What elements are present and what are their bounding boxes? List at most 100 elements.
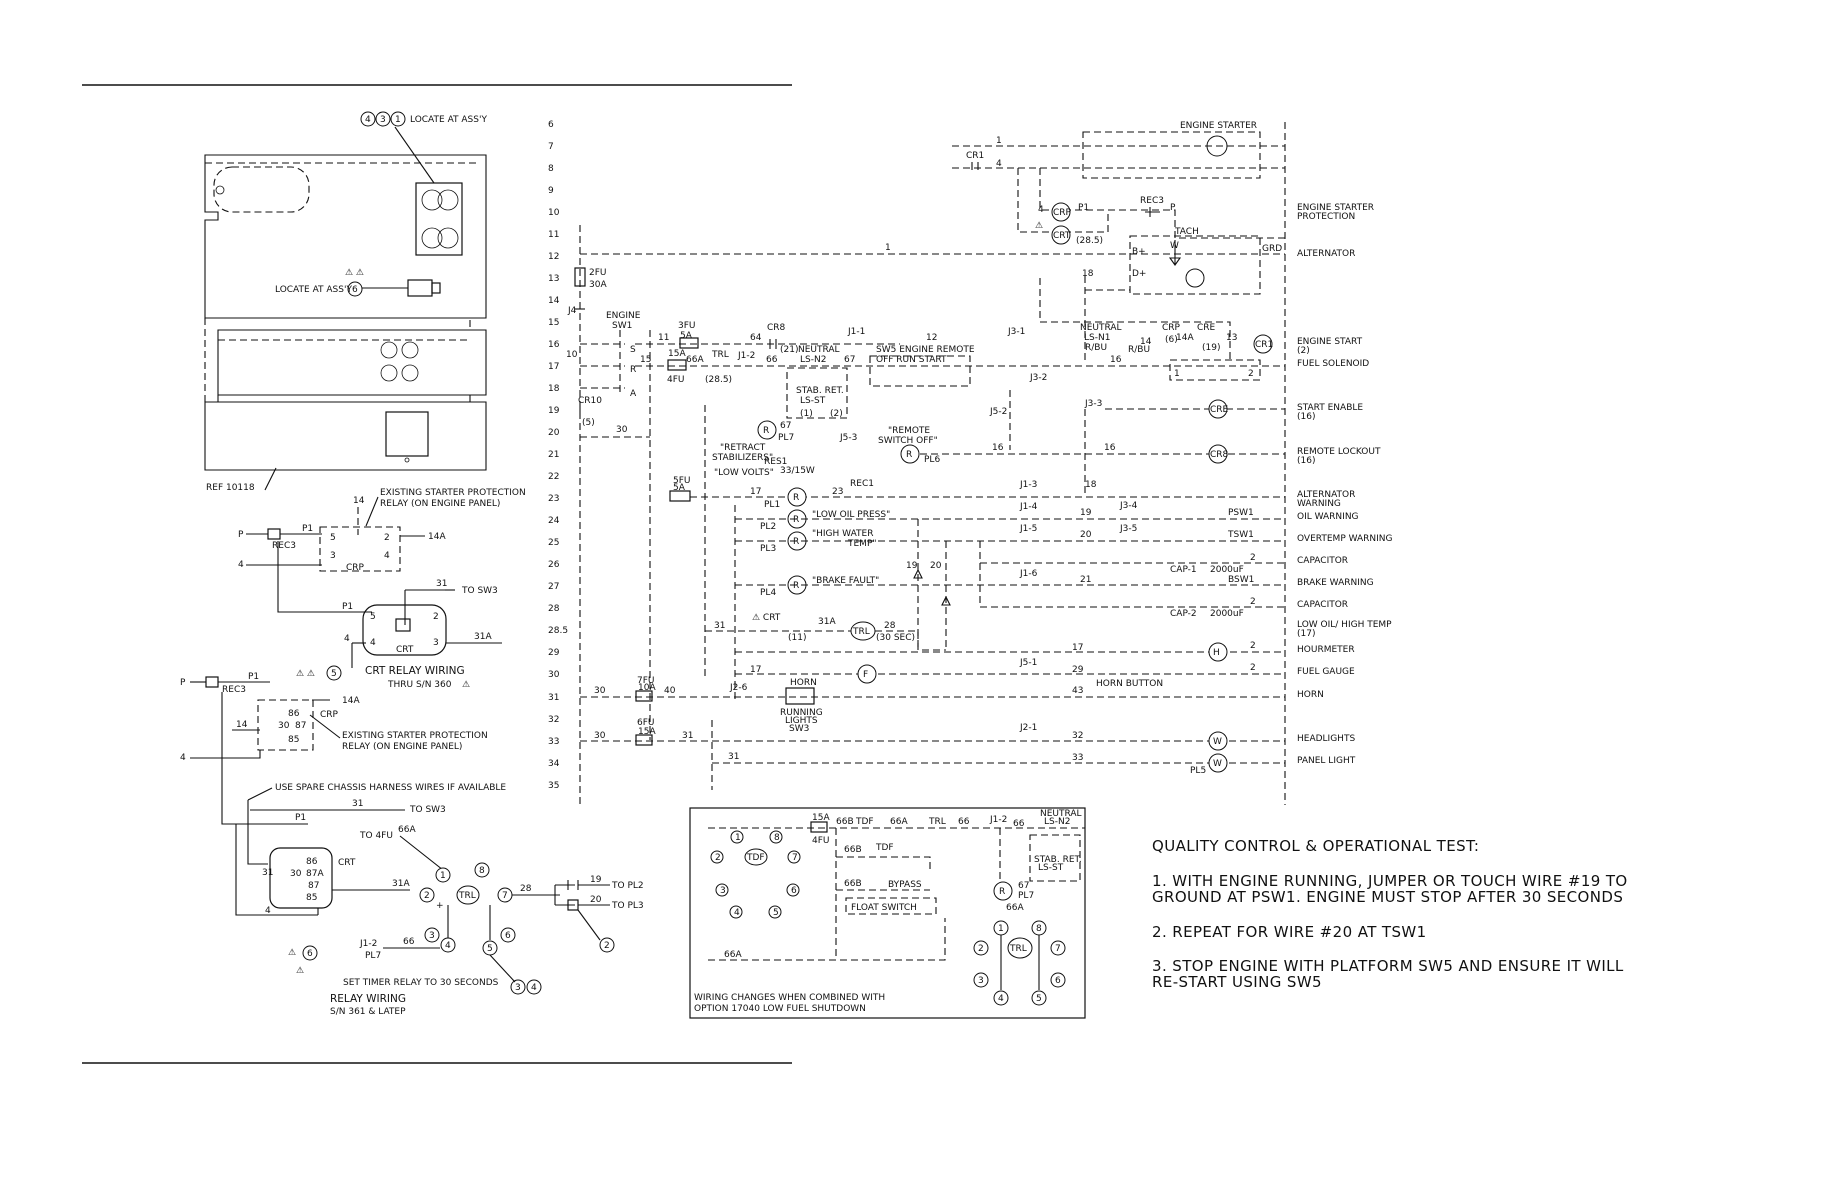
relay-wiring-sub: S/N 361 & LATEP: [330, 1007, 406, 1017]
svg-text:J1-6: J1-6: [1019, 569, 1038, 579]
svg-text:4: 4: [384, 551, 390, 561]
circuit-label-low-oil-high-temp: (17): [1297, 629, 1315, 639]
svg-text:J2-1: J2-1: [1019, 723, 1037, 733]
svg-text:CAP-2: CAP-2: [1170, 609, 1197, 619]
existing-relay-1-line2: RELAY (ON ENGINE PANEL): [380, 499, 500, 509]
low-volts-label: "LOW VOLTS": [714, 468, 774, 478]
line-number: 35: [548, 781, 559, 791]
svg-text:PSW1: PSW1: [1228, 508, 1254, 518]
svg-text:66: 66: [958, 817, 970, 827]
circuit-label-capacitor-2: CAPACITOR: [1297, 600, 1348, 610]
stab-ret-line1: STAB. RET.: [796, 386, 844, 396]
svg-text:R: R: [793, 493, 799, 503]
low-oil-label: "LOW OIL PRESS": [812, 510, 890, 520]
circuit-label-hourmeter: HOURMETER: [1297, 645, 1355, 655]
line-number: 19: [548, 406, 560, 416]
svg-text:H: H: [1213, 648, 1220, 658]
svg-text:4: 4: [998, 994, 1004, 1004]
svg-text:7FU: 7FU: [637, 676, 655, 686]
line-number: 9: [548, 186, 554, 196]
svg-text:5A: 5A: [673, 483, 686, 493]
sw5-line2: OFF RUN START: [876, 355, 947, 365]
svg-text:⚠: ⚠: [462, 680, 470, 690]
svg-text:TDF: TDF: [746, 853, 765, 863]
right-labels: ENGINE STARTERPROTECTIONALTERNATORENGINE…: [1297, 203, 1393, 766]
svg-text:17: 17: [750, 487, 761, 497]
svg-text:J3-4: J3-4: [1119, 501, 1138, 511]
svg-text:5: 5: [773, 908, 779, 918]
svg-text:CR1: CR1: [1255, 340, 1273, 350]
svg-text:CRE: CRE: [1197, 323, 1216, 333]
crt-relay-title: CRT RELAY WIRING: [365, 665, 465, 677]
svg-text:J5-2: J5-2: [989, 407, 1007, 417]
svg-text:F: F: [863, 670, 868, 680]
svg-text:30: 30: [616, 425, 628, 435]
svg-text:20: 20: [930, 561, 942, 571]
line-number: 23: [548, 494, 559, 504]
svg-text:1: 1: [735, 833, 741, 843]
svg-text:R: R: [793, 515, 799, 525]
svg-text:19: 19: [590, 875, 602, 885]
svg-text:CRT: CRT: [396, 645, 414, 655]
bypass-label: BYPASS: [888, 880, 922, 890]
svg-text:14: 14: [1140, 337, 1152, 347]
svg-text:TACH: TACH: [1174, 227, 1199, 237]
svg-text:87: 87: [308, 881, 319, 891]
circuit-label-oil-warning: OIL WARNING: [1297, 512, 1359, 522]
svg-text:66: 66: [1013, 819, 1025, 829]
svg-text:TO SW3: TO SW3: [461, 586, 498, 596]
svg-text:14A: 14A: [428, 532, 446, 542]
rails: 1: [579, 122, 1286, 805]
svg-text:30: 30: [594, 731, 606, 741]
line-number: 15: [548, 318, 559, 328]
svg-text:14A: 14A: [342, 696, 360, 706]
svg-text:(6): (6): [1165, 335, 1178, 345]
svg-text:S: S: [630, 345, 636, 355]
svg-text:67: 67: [844, 355, 855, 365]
svg-text:66B: 66B: [836, 817, 854, 827]
line-number: 10: [548, 208, 560, 218]
svg-text:3FU: 3FU: [678, 321, 696, 331]
svg-text:11: 11: [658, 333, 669, 343]
svg-text:CRP: CRP: [346, 563, 365, 573]
svg-text:⚠ ⚠: ⚠ ⚠: [296, 669, 315, 679]
option-caption-line2: OPTION 17040 LOW FUEL SHUTDOWN: [694, 1004, 866, 1014]
line-number: 16: [548, 340, 560, 350]
svg-text:PL5: PL5: [1190, 766, 1206, 776]
circuit-label-overtemp-warning: OVERTEMP WARNING: [1297, 534, 1393, 544]
svg-text:31: 31: [682, 731, 693, 741]
svg-text:TRL: TRL: [928, 817, 946, 827]
locate-callouts: 4 3 1 LOCATE AT ASS'Y 6 LOCATE AT ASS'Y …: [206, 111, 487, 493]
svg-text:4: 4: [344, 634, 350, 644]
svg-text:REC3: REC3: [1140, 196, 1164, 206]
svg-text:(21): (21): [780, 345, 798, 355]
brake-fault-label: "BRAKE FAULT": [812, 576, 879, 586]
svg-text:15: 15: [640, 355, 651, 365]
svg-text:6: 6: [307, 949, 313, 959]
svg-text:31A: 31A: [392, 879, 410, 889]
svg-text:3: 3: [978, 976, 984, 986]
circuit-label-engine-start: (2): [1297, 346, 1310, 356]
svg-text:LS-N2: LS-N2: [1044, 817, 1070, 827]
qc-step3-line1: 3. STOP ENGINE WITH PLATFORM SW5 AND ENS…: [1152, 957, 1624, 975]
svg-text:10A: 10A: [638, 683, 656, 693]
qc-step1-line2: GROUND AT PSW1. ENGINE MUST STOP AFTER 3…: [1152, 888, 1623, 906]
svg-text:18: 18: [1082, 269, 1094, 279]
svg-text:P1: P1: [248, 672, 259, 682]
svg-text:PL4: PL4: [760, 588, 776, 598]
svg-text:2: 2: [1250, 641, 1256, 651]
svg-text:5: 5: [487, 944, 493, 954]
line-number: 7: [548, 142, 554, 152]
svg-text:CAP-1: CAP-1: [1170, 565, 1197, 575]
svg-text:3: 3: [433, 638, 439, 648]
svg-text:28: 28: [520, 884, 532, 894]
svg-text:2000uF: 2000uF: [1210, 565, 1244, 575]
svg-text:NEUTRAL: NEUTRAL: [1040, 809, 1082, 819]
existing-relay-2-line1: EXISTING STARTER PROTECTION: [342, 731, 488, 741]
svg-text:66A: 66A: [724, 950, 742, 960]
svg-text:15A: 15A: [812, 813, 830, 823]
line-number: 34: [548, 759, 560, 769]
